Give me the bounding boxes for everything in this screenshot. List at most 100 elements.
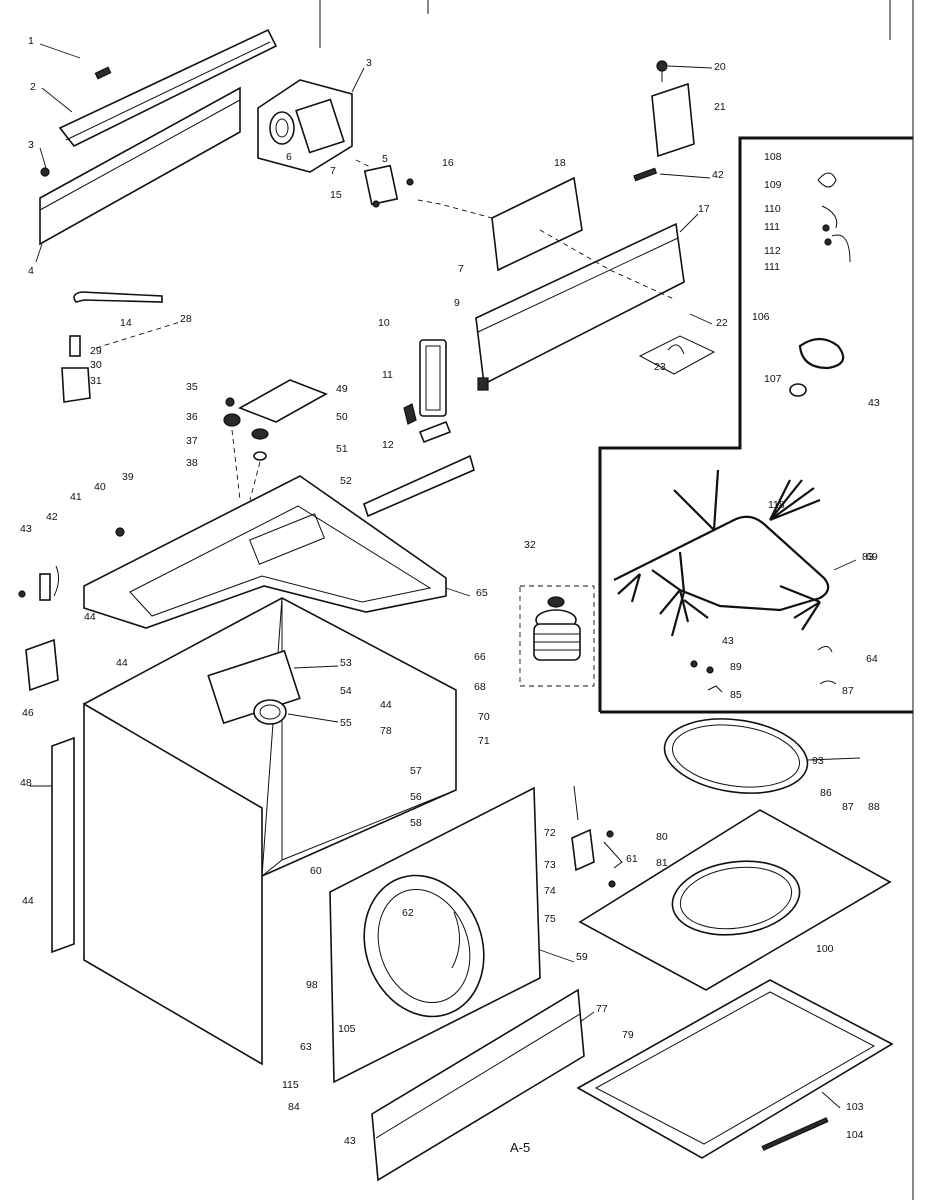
callout-32: 32 [524, 539, 536, 551]
filter-frame [576, 979, 894, 1159]
callout-62: 62 [402, 907, 414, 919]
pump [519, 585, 595, 687]
callout-48: 48 [20, 777, 32, 789]
callout-71: 71 [478, 735, 490, 747]
callout-107: 107 [764, 373, 782, 385]
callout-110: 110 [764, 203, 781, 215]
callout-21: 21 [714, 101, 726, 113]
callout-43: 43 [20, 523, 32, 535]
callout-22: 22 [716, 317, 728, 329]
callout-50: 50 [336, 411, 348, 423]
callout-57: 57 [410, 765, 422, 777]
callout-103: 103 [846, 1101, 864, 1113]
callout-77: 77 [596, 1003, 608, 1015]
callout-83: 83 [862, 551, 874, 563]
callout-38: 38 [186, 457, 198, 469]
callout-labels: 1 2 3 3 4 5 6 7 7 9 10 11 12 14 15 16 18… [20, 35, 880, 1147]
bracket [633, 60, 695, 182]
callout-1: 1 [28, 35, 34, 47]
callout-104: 104 [846, 1129, 864, 1141]
callout-42: 42 [46, 511, 58, 523]
callout-60: 60 [310, 865, 322, 877]
callout-43: 43 [868, 397, 880, 409]
callout-9: 9 [454, 297, 460, 309]
callout-108: 108 [764, 151, 782, 163]
callout-3: 3 [28, 139, 34, 151]
control-panel-trim [39, 28, 278, 246]
callout-112: 112 [764, 245, 781, 257]
leader-lines [30, 43, 861, 1109]
callout-43: 43 [344, 1135, 356, 1147]
callout-23: 23 [654, 361, 666, 373]
callout-43: 43 [722, 635, 734, 647]
wiring-inset [598, 136, 913, 714]
callout-11: 11 [382, 369, 393, 381]
callout-3: 3 [366, 57, 372, 69]
top-cover [83, 454, 475, 629]
callout-30: 30 [90, 359, 102, 371]
callout-66: 66 [474, 651, 486, 663]
callout-56: 56 [410, 791, 422, 803]
callout-54: 54 [340, 685, 352, 697]
callout-15: 15 [330, 189, 342, 201]
graphics-panel [417, 176, 583, 272]
callout-31: 31 [90, 375, 102, 387]
callout-17: 17 [698, 203, 710, 215]
toe-panel [371, 988, 585, 1182]
callout-18: 18 [554, 157, 566, 169]
callout-4: 4 [28, 265, 34, 277]
callout-84: 84 [288, 1101, 300, 1113]
callout-40: 40 [94, 481, 106, 493]
callout-111: 111 [764, 221, 780, 233]
callout-35: 35 [186, 381, 198, 393]
callout-87: 87 [842, 685, 854, 697]
callout-7: 7 [330, 165, 336, 177]
callout-74: 74 [544, 885, 556, 897]
callout-46: 46 [22, 707, 34, 719]
callout-12: 12 [382, 439, 394, 451]
callout-39: 39 [122, 471, 134, 483]
callout-20: 20 [714, 61, 726, 73]
front-panel [329, 786, 541, 1084]
callout-88: 88 [868, 801, 880, 813]
door-latch-parts [403, 339, 452, 444]
scan-edge-marks [319, 0, 914, 1200]
callout-80: 80 [656, 831, 668, 843]
callout-70: 70 [478, 711, 490, 723]
callout-65: 65 [476, 587, 488, 599]
callout-29: 29 [90, 345, 102, 357]
callout-68: 68 [474, 681, 486, 693]
callout-44: 44 [116, 657, 128, 669]
callout-78: 78 [380, 725, 392, 737]
callout-111: 111 [764, 261, 780, 273]
callout-87: 87 [842, 801, 854, 813]
callout-14: 14 [120, 317, 132, 329]
callout-63: 63 [300, 1041, 312, 1053]
callout-64: 64 [866, 653, 878, 665]
callout-55: 55 [340, 717, 352, 729]
callout-44: 44 [380, 699, 392, 711]
callout-51: 51 [336, 443, 348, 455]
callout-10: 10 [378, 317, 390, 329]
lid-hinge-parts [223, 379, 328, 501]
callout-109: 109 [764, 179, 782, 191]
callout-44: 44 [84, 611, 96, 623]
callout-75: 75 [544, 913, 556, 925]
callout-85: 85 [730, 689, 742, 701]
callout-6: 6 [286, 151, 292, 163]
callout-93: 93 [812, 755, 824, 767]
callout-42: 42 [712, 169, 724, 181]
callout-28: 28 [180, 313, 192, 325]
clip [638, 335, 716, 375]
callout-98: 98 [306, 979, 318, 991]
callout-81: 81 [656, 857, 668, 869]
timer-assembly [257, 79, 414, 208]
callout-118: 118 [768, 499, 785, 511]
callout-89: 89 [730, 661, 742, 673]
callout-79: 79 [622, 1029, 634, 1041]
callout-7: 7 [458, 263, 464, 275]
callout-69: 69 [866, 551, 878, 563]
callout-86: 86 [820, 787, 832, 799]
callout-100: 100 [816, 943, 834, 955]
